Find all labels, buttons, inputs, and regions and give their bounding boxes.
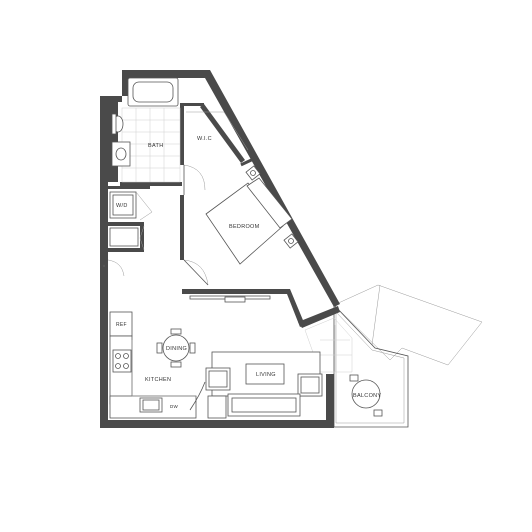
room-label-kitchen: KITCHEN	[145, 377, 171, 383]
washer-dryer	[109, 191, 153, 221]
room-label-balcony: BALCONY	[353, 393, 381, 399]
room-label-wic: W.I.C	[197, 136, 212, 142]
room-label-wd: W/D	[116, 203, 128, 209]
walk-in-closet	[186, 111, 249, 151]
room-label-bedroom: BEDROOM	[229, 224, 260, 230]
terrace-outline	[333, 284, 483, 366]
bath-tiles	[121, 107, 181, 183]
dining-table	[162, 334, 190, 362]
room-label-dining: DINING	[166, 346, 187, 352]
coffee-table	[245, 363, 285, 385]
balcony-table	[351, 379, 381, 409]
sliding-door	[189, 295, 271, 303]
cooktop	[112, 349, 132, 373]
bath-fixtures	[111, 77, 181, 183]
side-cabinet	[207, 395, 227, 419]
interior-walls	[100, 103, 305, 327]
balcony	[333, 304, 409, 428]
dining-set	[156, 328, 196, 368]
room-label-living: LIVING	[256, 372, 276, 378]
closet	[102, 225, 145, 277]
room-label-ref: REF	[116, 322, 127, 328]
living-furniture	[205, 351, 323, 419]
kitchen-cabinets	[109, 311, 206, 419]
room-label-dw: DW	[170, 404, 179, 409]
balcony-chair	[349, 374, 359, 382]
bedroom-furniture	[205, 165, 299, 265]
room-label-bath: BATH	[148, 143, 163, 149]
exterior-walls	[100, 70, 340, 428]
balcony-chair	[373, 409, 383, 417]
bath-door	[183, 164, 206, 195]
bedroom-door	[183, 259, 209, 286]
